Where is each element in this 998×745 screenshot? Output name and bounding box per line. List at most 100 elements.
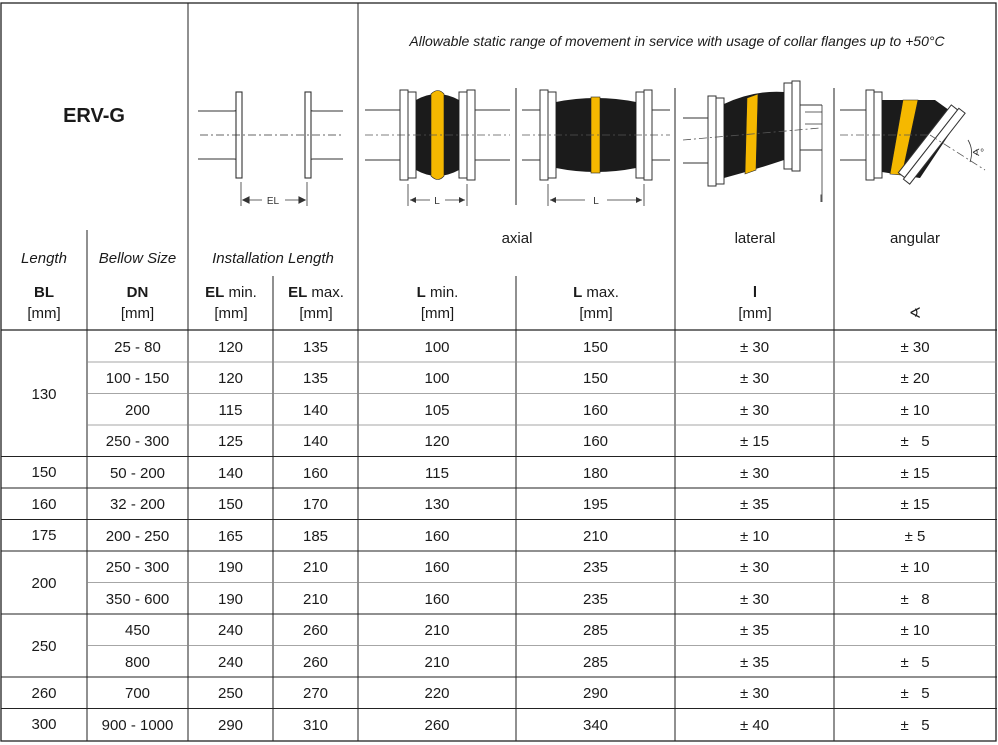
el-min-cell: 115 — [218, 401, 243, 419]
el-min-word: min. — [228, 284, 257, 301]
lateral-unit: [mm] — [738, 305, 772, 322]
angular-symbol: ∢ — [908, 305, 922, 322]
dn-cell: 350 - 600 — [105, 590, 170, 608]
bl-cell: 130 — [31, 385, 57, 403]
angular-cell: ± 15 — [900, 464, 930, 482]
angular-cell: ± 5 — [900, 716, 930, 734]
l-min-header: L min. — [360, 284, 515, 302]
bl-cell: 300 — [31, 716, 57, 734]
el-min-cell: 125 — [217, 433, 244, 450]
l-max-cell: 150 — [582, 370, 609, 387]
l-max-cell: 160 — [582, 401, 609, 419]
l-min-dimension-label: L — [434, 196, 440, 207]
el-min-symbol: EL — [205, 284, 225, 301]
angular-cell: ± 10 — [900, 401, 930, 419]
el-max-cell: 185 — [302, 527, 329, 545]
l-max-cell: 290 — [582, 685, 609, 702]
bl-unit: [mm] — [27, 305, 61, 322]
row-rules — [1, 329, 997, 709]
el-max-cell: 135 — [302, 338, 329, 356]
length-header: Length — [21, 250, 67, 267]
dn-unit: [mm] — [120, 305, 155, 322]
axial-max-diagram — [522, 89, 670, 206]
lateral-cell: ± 40 — [739, 716, 770, 734]
l-min-cell: 115 — [425, 464, 449, 482]
lateral-diagram — [682, 80, 823, 202]
lateral-dimension-label: l — [820, 194, 822, 205]
el-max-word: max. — [311, 284, 344, 301]
bl-cell: 160 — [31, 495, 57, 513]
l-min-cell: 130 — [424, 496, 450, 513]
lateral-cell: ± 10 — [739, 527, 770, 545]
l-max-cell: 160 — [582, 433, 609, 450]
dn-cell: 700 — [124, 685, 151, 702]
bl-cell: 200 — [31, 574, 57, 592]
el-max-header: EL max. — [275, 284, 357, 302]
el-max-cell: 210 — [302, 590, 329, 608]
el-min-cell: 250 — [217, 685, 244, 702]
axial-header: axial — [501, 230, 533, 247]
dn-cell: 50 - 200 — [109, 464, 166, 482]
l-max-cell: 285 — [582, 653, 609, 671]
installation-length-header: Installation Length — [212, 250, 334, 267]
lateral-cell: ± 30 — [739, 685, 770, 702]
l-min-unit: [mm] — [420, 305, 455, 322]
lateral-cell: ± 35 — [739, 622, 770, 639]
l-min-cell: 100 — [424, 370, 450, 387]
el-min-cell: 120 — [217, 370, 244, 387]
l-min-cell: 260 — [424, 716, 450, 734]
lateral-cell: ± 30 — [739, 590, 770, 608]
lateral-symbol: l — [752, 284, 758, 301]
l-max-cell: 195 — [582, 496, 609, 513]
el-max-cell: 270 — [302, 685, 329, 702]
el-min-cell: 240 — [217, 622, 244, 639]
l-max-cell: 180 — [582, 464, 609, 482]
l-max-word: max. — [586, 284, 619, 301]
lateral-header: lateral — [734, 230, 776, 247]
lateral-cell: ± 30 — [739, 464, 770, 482]
body-dividers — [86, 330, 835, 741]
angular-cell: ± 8 — [900, 590, 930, 608]
el-min-cell: 190 — [217, 559, 244, 576]
dn-cell: 200 — [124, 401, 151, 419]
el-min-cell: 190 — [217, 590, 244, 608]
lateral-cell: ± 15 — [739, 433, 770, 450]
l-max-cell: 340 — [582, 716, 609, 734]
angular-cell: ± 5 — [904, 527, 926, 545]
movement-caption: Allowable static range of movement in se… — [409, 33, 945, 49]
bl-symbol: BL — [34, 284, 54, 301]
l-max-header: L max. — [518, 284, 674, 302]
installation-length-diagram — [198, 91, 343, 206]
el-dimension-label: EL — [267, 196, 280, 207]
dn-cell: 250 - 300 — [105, 433, 170, 450]
el-max-cell: 260 — [302, 653, 329, 671]
angular-cell: ± 10 — [900, 622, 930, 639]
el-max-cell: 170 — [302, 496, 329, 513]
product-title: ERV-G — [63, 105, 125, 127]
el-max-cell: 310 — [302, 716, 329, 734]
lateral-cell: ± 30 — [739, 370, 770, 387]
l-max-symbol: L — [573, 284, 583, 301]
el-min-cell: 150 — [217, 496, 244, 513]
el-max-symbol: EL — [288, 284, 308, 301]
el-max-cell: 140 — [302, 433, 329, 450]
l-min-cell: 105 — [424, 401, 450, 419]
angular-cell: ± 10 — [900, 559, 930, 576]
dn-cell: 800 — [124, 653, 151, 671]
l-max-cell: 150 — [582, 338, 609, 356]
bl-cell: 250 — [31, 637, 57, 655]
el-min-header: EL min. — [190, 284, 272, 302]
lateral-cell: ± 35 — [739, 496, 770, 513]
dn-cell: 100 - 150 — [105, 370, 170, 387]
el-max-cell: 210 — [302, 559, 329, 576]
angular-cell: ± 15 — [900, 496, 930, 513]
l-min-cell: 210 — [424, 622, 450, 639]
bellow-size-header: Bellow Size — [98, 250, 177, 267]
l-min-cell: 100 — [424, 338, 450, 356]
l-max-dimension-label: L — [593, 196, 599, 207]
el-min-cell: 240 — [217, 653, 244, 671]
l-min-cell: 160 — [424, 590, 450, 608]
l-min-cell: 120 — [424, 433, 450, 450]
